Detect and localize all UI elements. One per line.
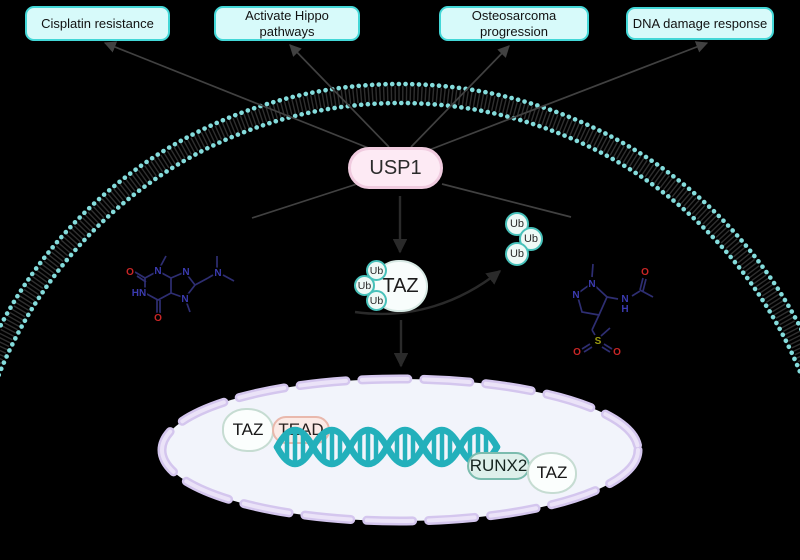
attached-ub-badge-3: Ub: [366, 290, 387, 311]
runx2-node: RUNX2: [467, 452, 530, 480]
atom-label-n: N: [214, 268, 221, 279]
outer-lipid-heads: [0, 81, 800, 332]
atom-label-o: O: [126, 267, 134, 278]
ub-label: Ub: [509, 218, 525, 230]
free-ub-circle-3: Ub: [505, 242, 529, 266]
attached-ub-badge-1: Ub: [366, 260, 387, 281]
taz-label: TAZ: [536, 463, 568, 482]
free-ub-circle-1: Ub: [505, 212, 529, 236]
atom-label-o: O: [154, 313, 162, 324]
atom-label-n: N: [572, 290, 579, 301]
nucleus-taz-right-node: TAZ: [527, 452, 577, 494]
pyrazole-ring: [576, 281, 609, 316]
dna-strand-2: [273, 426, 501, 468]
atom-label-n: N: [182, 267, 189, 278]
outcome-box-cisplatin-resistance: Cisplatin resistance: [25, 6, 170, 41]
arrow-to-osteosarcoma: [410, 45, 510, 148]
outcome-box-dna-damage-response: DNA damage response: [626, 7, 774, 40]
ub-label: Ub: [509, 248, 525, 260]
atom-label-o: O: [641, 267, 649, 278]
atom-label-n: N: [621, 294, 628, 305]
outcome-box-activate-hippo-pathways: Activate Hippo pathways: [214, 6, 360, 41]
atom-label-h: H: [621, 304, 628, 315]
outcome-label: Activate Hippo pathways: [245, 7, 329, 39]
main-flow-arrows: [354, 196, 502, 368]
atom-label-o: O: [613, 347, 621, 358]
outcome-label: DNA damage response: [632, 15, 768, 31]
nucleoplasm: [162, 379, 638, 521]
atom-label-n: N: [181, 294, 188, 305]
atom-label-n: N: [588, 279, 595, 290]
atom-label-hn: HN: [132, 288, 146, 299]
atom-label-o: O: [573, 347, 581, 358]
usp1-outcome-arrows: [103, 41, 709, 219]
taz-label: TAZ: [232, 420, 264, 439]
runx2-label: RUNX2: [469, 456, 528, 475]
inner-lipid-heads: [0, 100, 800, 379]
arrow-to-cisplatin: [103, 41, 372, 150]
right-inhibitor-structure: N N N H O S O O: [571, 263, 654, 360]
outcome-box-osteosarcoma-progression: Osteosarcoma progression: [439, 6, 589, 41]
usp1-node: USP1: [348, 147, 443, 189]
deubiquitination-arrow: [354, 270, 502, 316]
ub-label: Ub: [523, 233, 539, 245]
arrow-to-hippo: [289, 44, 390, 148]
outcome-label: Osteosarcoma progression: [471, 7, 557, 39]
ub-label: Ub: [369, 294, 384, 307]
arrow-to-dna-damage: [428, 41, 709, 151]
ub-label: Ub: [369, 264, 384, 277]
nucleus: [157, 374, 643, 526]
nuclear-envelope-highlight: [160, 377, 640, 523]
outcome-label: Cisplatin resistance: [41, 15, 154, 31]
usp1-label: USP1: [369, 156, 422, 179]
left-inhibitor-structure: O HN O N N N N: [125, 255, 235, 326]
line-to-left-inhibitor: [251, 183, 358, 219]
line-to-right-inhibitor: [441, 183, 572, 218]
atom-label-s: S: [595, 336, 602, 347]
cell-membrane-arc: [0, 81, 800, 379]
taz-label: TAZ: [382, 274, 419, 297]
ub-label: Ub: [357, 279, 372, 292]
nucleus-taz-left-node: TAZ: [222, 408, 274, 452]
atom-label-n: N: [154, 266, 161, 277]
